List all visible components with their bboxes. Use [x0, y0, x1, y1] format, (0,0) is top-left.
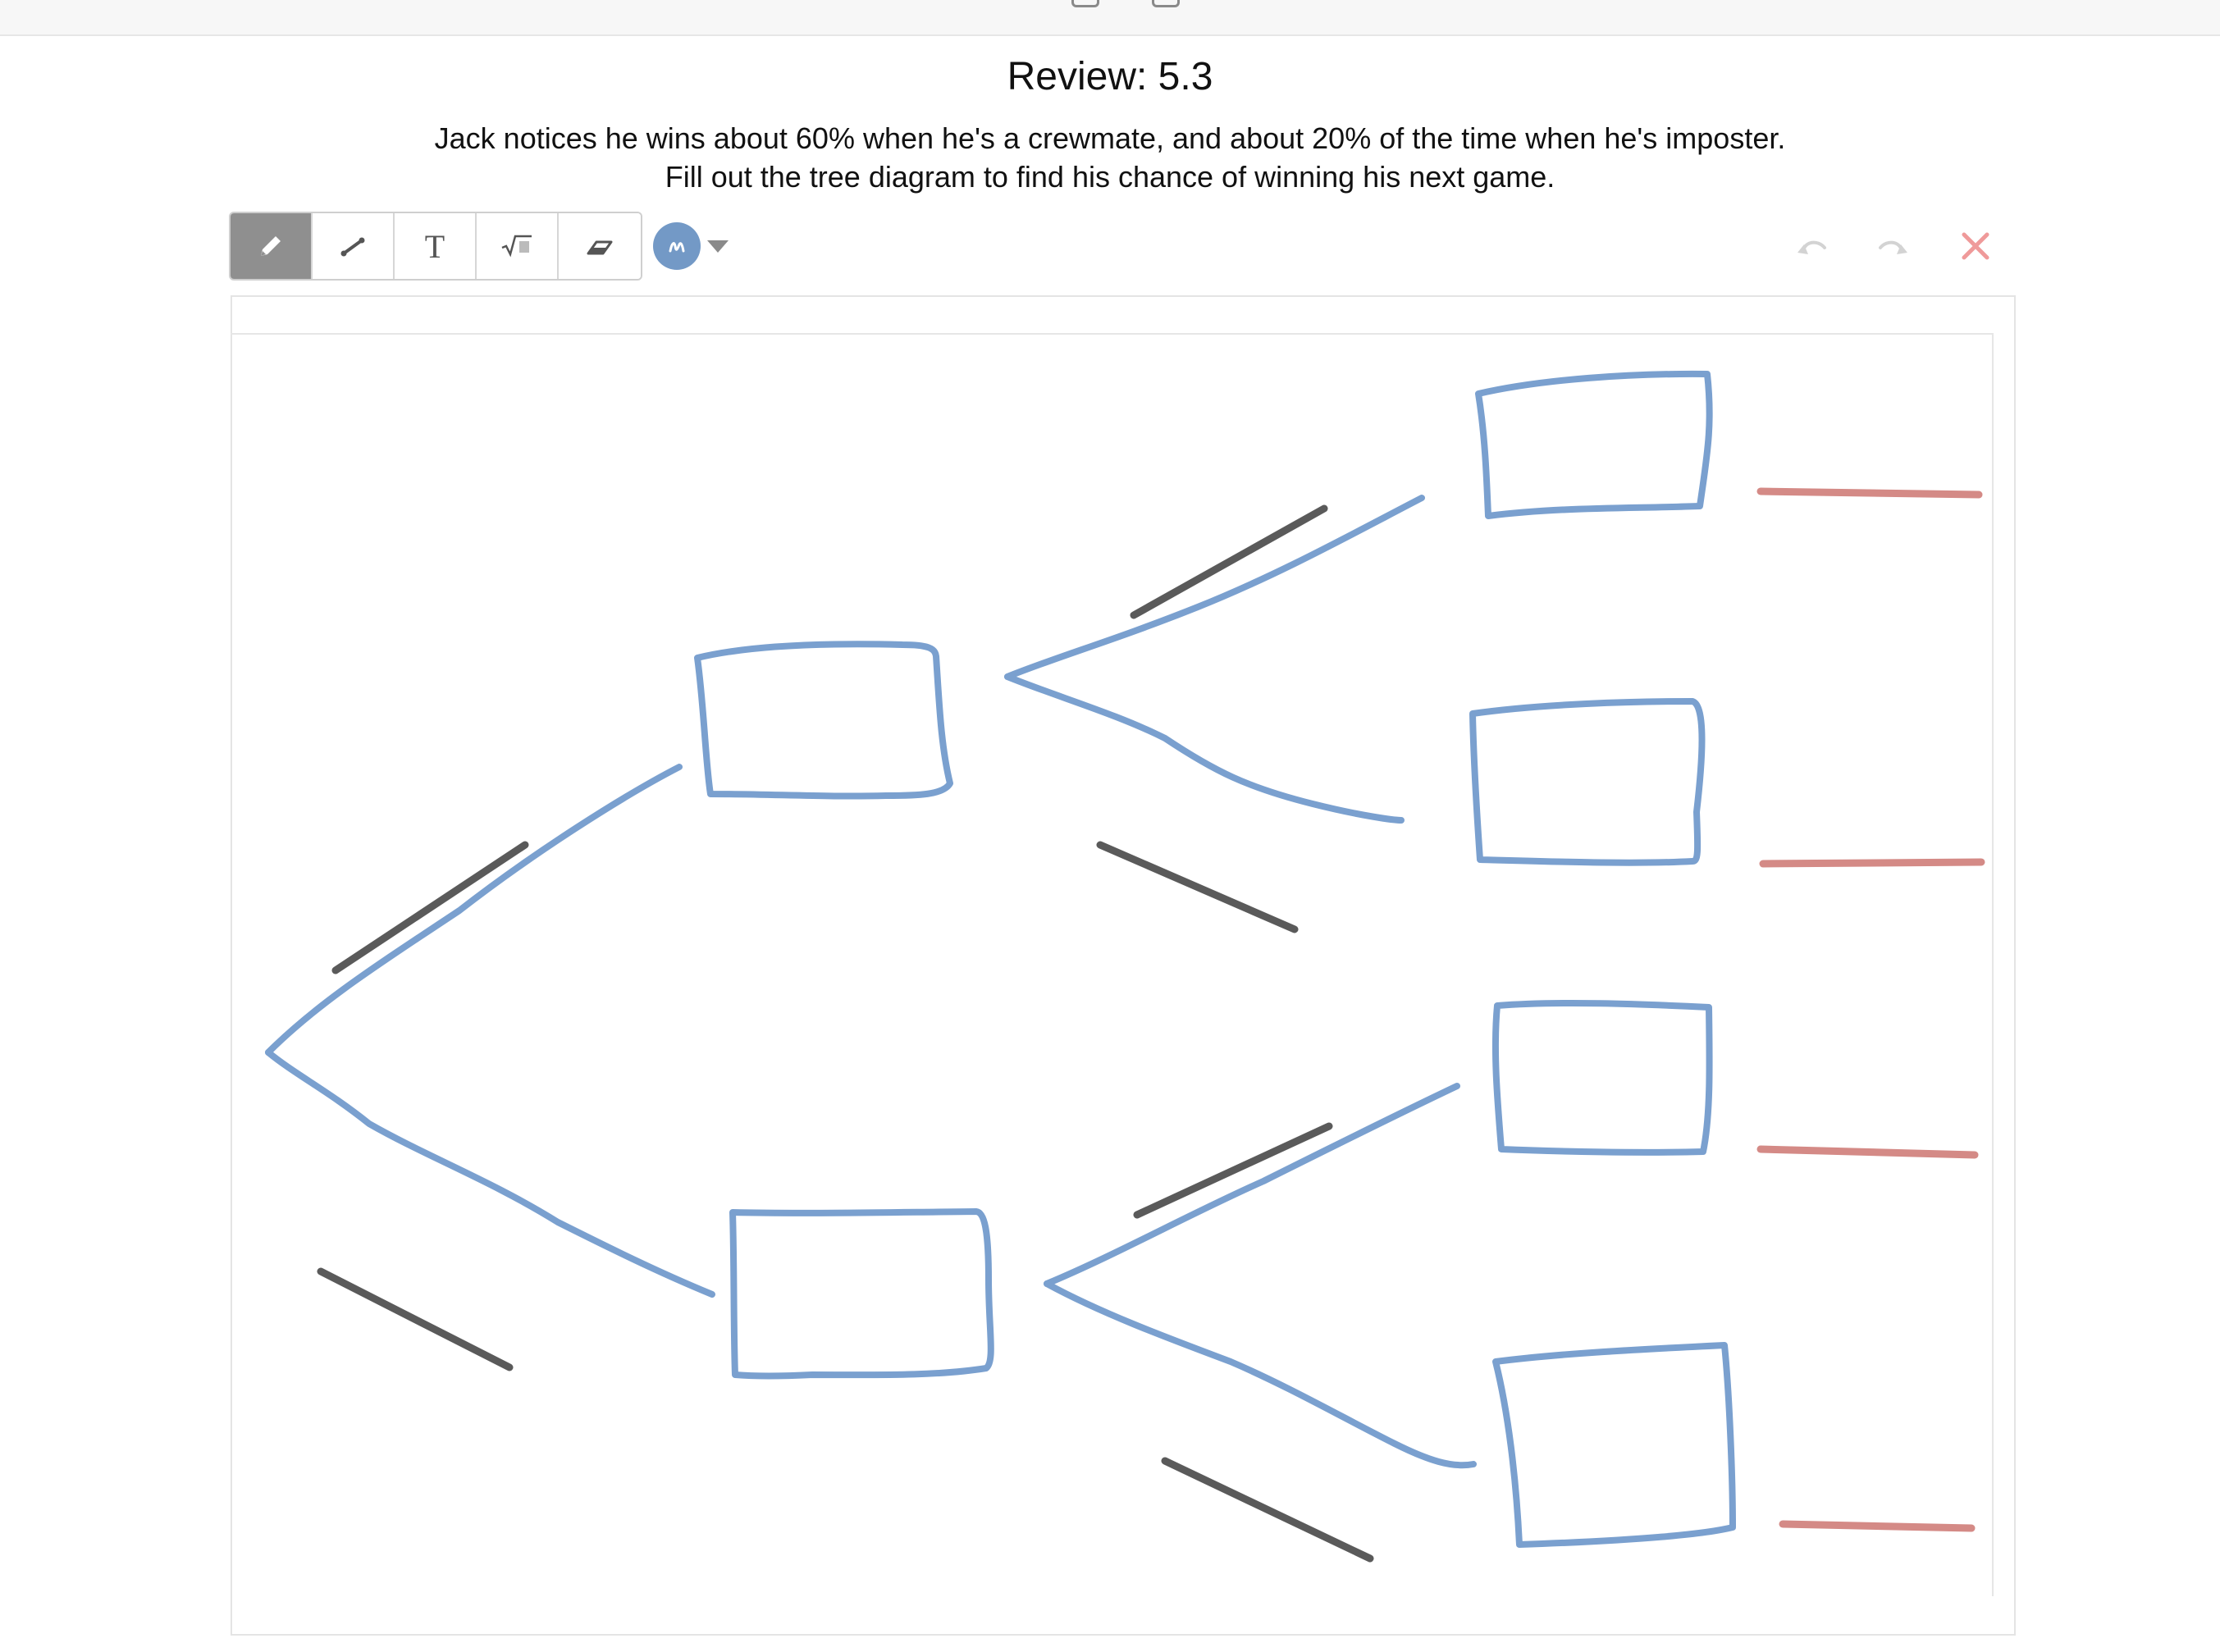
redo-button[interactable]: [1869, 221, 1918, 271]
probability-line: [1130, 504, 1328, 619]
line-icon: [340, 237, 365, 257]
probability-line: [317, 1267, 514, 1371]
undo-button[interactable]: [1787, 221, 1836, 271]
answer-line: [1779, 1520, 1976, 1532]
line-tool-button[interactable]: [313, 213, 395, 279]
pencil-tool-button[interactable]: [231, 213, 313, 279]
tree-box: [1492, 1342, 1736, 1548]
drawing-toolbar: T: [229, 212, 642, 281]
probability-line: [1096, 841, 1299, 933]
tree-branch: [265, 764, 683, 1056]
color-picker[interactable]: [653, 221, 729, 271]
calculator-icon[interactable]: [1152, 0, 1180, 7]
eraser-tool-button[interactable]: [559, 213, 641, 279]
answer-line: [1756, 1145, 1979, 1159]
chevron-down-icon[interactable]: [707, 240, 729, 253]
close-icon: [1962, 232, 1989, 260]
math-icon: [501, 235, 532, 258]
tree-branch: [1004, 495, 1425, 680]
scribble-icon: [669, 242, 685, 253]
probability-line: [1133, 1122, 1333, 1219]
tree-branch: [1044, 1280, 1477, 1469]
drawing-canvas[interactable]: [231, 333, 1994, 1596]
tree-branch: [1044, 1083, 1460, 1287]
eraser-icon: [587, 240, 613, 255]
tree-box: [694, 641, 953, 800]
tree-box: [1475, 370, 1713, 519]
text-tool-button[interactable]: T: [395, 213, 477, 279]
top-bar: [0, 0, 2220, 36]
question-prompt-line-2: Fill out the tree diagram to find his ch…: [665, 160, 1555, 194]
tree-box: [1491, 999, 1713, 1156]
answer-line: [1759, 858, 1985, 868]
clear-canvas-button[interactable]: [1951, 221, 2000, 271]
selected-color-swatch[interactable]: [653, 222, 701, 270]
drawing-canvas-frame: [231, 295, 2016, 1636]
redo-icon: [1879, 240, 1907, 254]
text-icon: T: [424, 227, 445, 265]
probability-line: [1161, 1457, 1374, 1563]
tree-branch: [265, 1049, 715, 1298]
question-title: Review: 5.3: [1007, 55, 1213, 98]
tree-branch: [1004, 673, 1405, 824]
pencil-icon: [261, 236, 281, 256]
question-prompt-line-1: Jack notices he wins about 60% when he's…: [434, 121, 1786, 155]
math-tool-button[interactable]: [477, 213, 559, 279]
undo-icon: [1797, 240, 1826, 254]
tree-box: [729, 1208, 994, 1380]
answer-line: [1756, 487, 1983, 499]
probability-line: [331, 841, 529, 974]
toolbar-handle-icon[interactable]: [1071, 0, 1099, 7]
tree-box: [1469, 698, 1706, 866]
